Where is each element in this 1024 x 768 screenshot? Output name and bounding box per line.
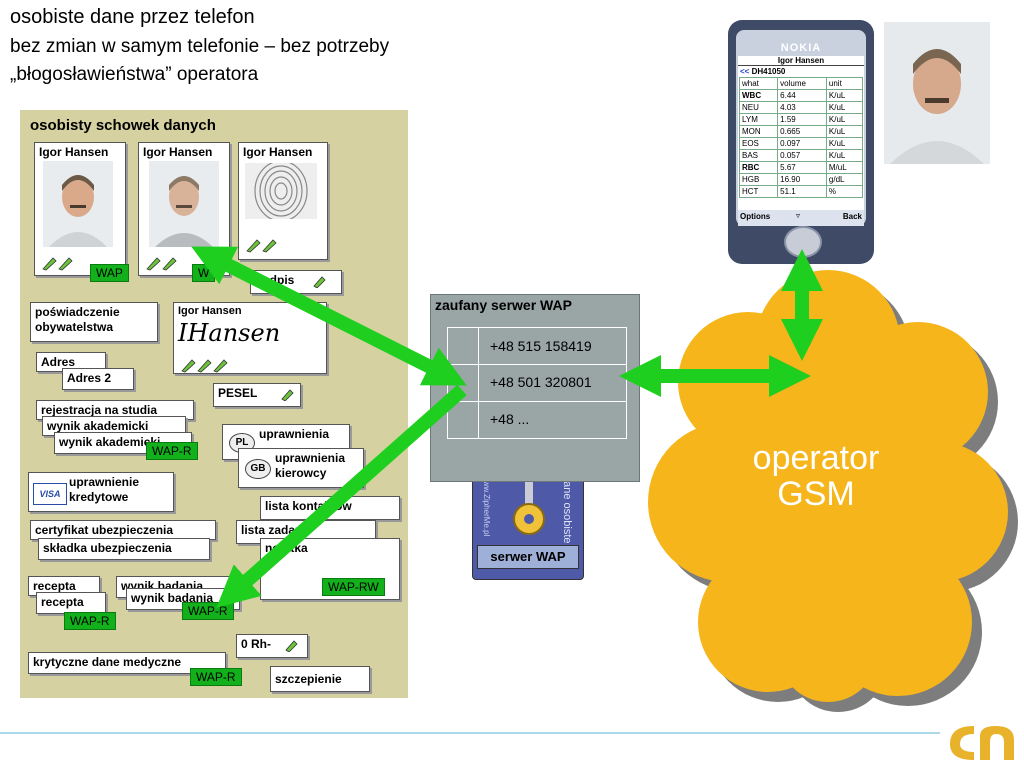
card-adres-2[interactable]: Adres 2: [62, 368, 134, 390]
card-label: krytyczne dane medyczne: [33, 655, 182, 669]
portrait-photo-icon: [43, 161, 113, 247]
slide-subtitle-1: bez zmian w samym telefonie – bez potrze…: [10, 36, 390, 57]
phone-back-link[interactable]: <<: [740, 67, 750, 76]
pen-icon: [146, 257, 177, 271]
card-poswiadczenie[interactable]: poświadczenie obywatelstwa: [30, 302, 158, 342]
phone-brand: NOKIA: [780, 42, 822, 54]
pen-icon: [42, 257, 73, 271]
card-label: Adres 2: [67, 371, 112, 385]
card-grupa-krwi[interactable]: 0 Rh-: [236, 634, 308, 658]
access-tag-wap: WAP: [90, 264, 129, 282]
card-label: szczepienie: [275, 672, 342, 686]
phone-number-3: +48 ...: [490, 411, 530, 427]
cloud-label: operator GSM: [716, 440, 916, 512]
phone-number-2: +48 501 320801: [490, 374, 592, 390]
mobile-phone: NOKIA Igor Hansen << DH41050 what volume…: [728, 20, 874, 264]
card-label: recepta: [41, 595, 84, 609]
card-label: poświadczenie obywatelstwa: [35, 305, 120, 334]
card-label: recepta: [33, 579, 76, 593]
card-label: uprawnienia kierowcy: [275, 451, 346, 480]
card-label: składka ubezpieczenia: [43, 541, 172, 555]
phone-number-table: +48 515 158419 +48 501 320801 +48 ...: [447, 327, 627, 439]
table-header: what: [738, 77, 779, 90]
card-label: Adres: [41, 355, 76, 369]
softkey-options[interactable]: Options: [740, 212, 771, 221]
softkey-back[interactable]: Back: [842, 212, 862, 221]
access-tag-wap-r-2: WAP-R: [64, 612, 116, 630]
device-label: serwer WAP: [477, 545, 579, 569]
access-tag-wap-r-4: WAP-R: [190, 668, 242, 686]
card-skladka[interactable]: składka ubezpieczenia: [38, 538, 210, 560]
scroll-down-icon: ▿: [796, 211, 801, 220]
id-card-fingerprint[interactable]: Igor Hansen: [238, 142, 328, 260]
arrow-panel-to-server: [191, 246, 467, 386]
portrait-photo-icon: [149, 161, 219, 247]
fingerprint-icon: [245, 163, 317, 219]
slide-subtitle-2: „błogosławieństwa” operatora: [10, 64, 259, 85]
pen-icon: [285, 640, 298, 652]
card-szczepienie[interactable]: szczepienie: [270, 666, 370, 692]
portrait-photo-icon: [884, 22, 990, 164]
phone-record-id: DH41050: [751, 67, 786, 76]
company-logo-icon: [950, 726, 1014, 760]
access-tag-wap-rw: WAP-RW: [322, 578, 385, 596]
panel-title: osobisty schowek danych: [30, 117, 216, 134]
phone-number-1: +48 515 158419: [490, 338, 592, 354]
card-wynik-akademicki-1[interactable]: wynik akademicki: [42, 416, 186, 436]
arrow-server-to-results: [216, 384, 467, 608]
edit-pen-icons: [41, 255, 75, 274]
card-label: wynik badania: [131, 591, 214, 605]
country-badge-gb: GB: [245, 459, 271, 479]
edit-pen-icons: [145, 255, 179, 274]
cloud-label-line1: operator: [752, 439, 880, 477]
visa-card-icon: VISA: [33, 483, 67, 505]
id-card-name: Igor Hansen: [39, 145, 109, 159]
card-uprawnienia-gb[interactable]: GB uprawnienia kierowcy: [238, 448, 364, 488]
card-certyfikat[interactable]: certyfikat ubezpieczenia: [30, 520, 216, 540]
card-label: uprawnienia: [259, 427, 330, 441]
key-icon: [513, 481, 545, 535]
card-kredytowe[interactable]: VISA uprawnienie kredytowe: [28, 472, 174, 512]
access-tag-wap-r-1: WAP-R: [146, 442, 198, 460]
device-url: www.ZipherMe.pl: [482, 475, 491, 537]
slide-title: osobiste dane przez telefon: [10, 6, 255, 28]
card-label: PESEL: [218, 386, 258, 400]
card-recepta-2[interactable]: recepta: [36, 592, 106, 614]
phone-owner: Igor Hansen: [738, 56, 864, 66]
card-krytyczne-dane[interactable]: krytyczne dane medyczne: [28, 652, 226, 674]
footer-divider: [0, 732, 940, 734]
card-pesel[interactable]: PESEL: [213, 383, 301, 407]
id-card-photo-1[interactable]: Igor Hansen: [34, 142, 126, 276]
phone-screen: Igor Hansen << DH41050 what volume unit …: [738, 56, 864, 226]
personal-data-panel: osobisty schowek danych Igor Hansen Igor…: [20, 110, 408, 698]
wap-server-device: dane osobiste www.ZipherMe.pl serwer WAP: [472, 470, 584, 580]
card-label: wynik akademicki: [59, 435, 161, 449]
card-label: certyfikat ubezpieczenia: [35, 523, 174, 537]
card-label: 0 Rh-: [241, 637, 271, 651]
card-label: uprawnienie kredytowe: [69, 475, 140, 504]
card-label: rejestracja na studia: [41, 403, 158, 417]
server-title: zaufany serwer WAP: [435, 297, 572, 313]
pen-icon: [281, 389, 295, 401]
cloud-label-line2: GSM: [777, 475, 855, 513]
id-card-name: Igor Hansen: [143, 145, 213, 159]
id-card-photo-2[interactable]: Igor Hansen: [138, 142, 230, 276]
id-card-name: Igor Hansen: [243, 145, 313, 159]
card-label: lista zadań: [241, 523, 303, 537]
device-side-text: dane osobiste: [561, 475, 573, 544]
card-label: wynik akademicki: [47, 419, 149, 433]
card-rejestracja[interactable]: rejestracja na studia: [36, 400, 194, 420]
